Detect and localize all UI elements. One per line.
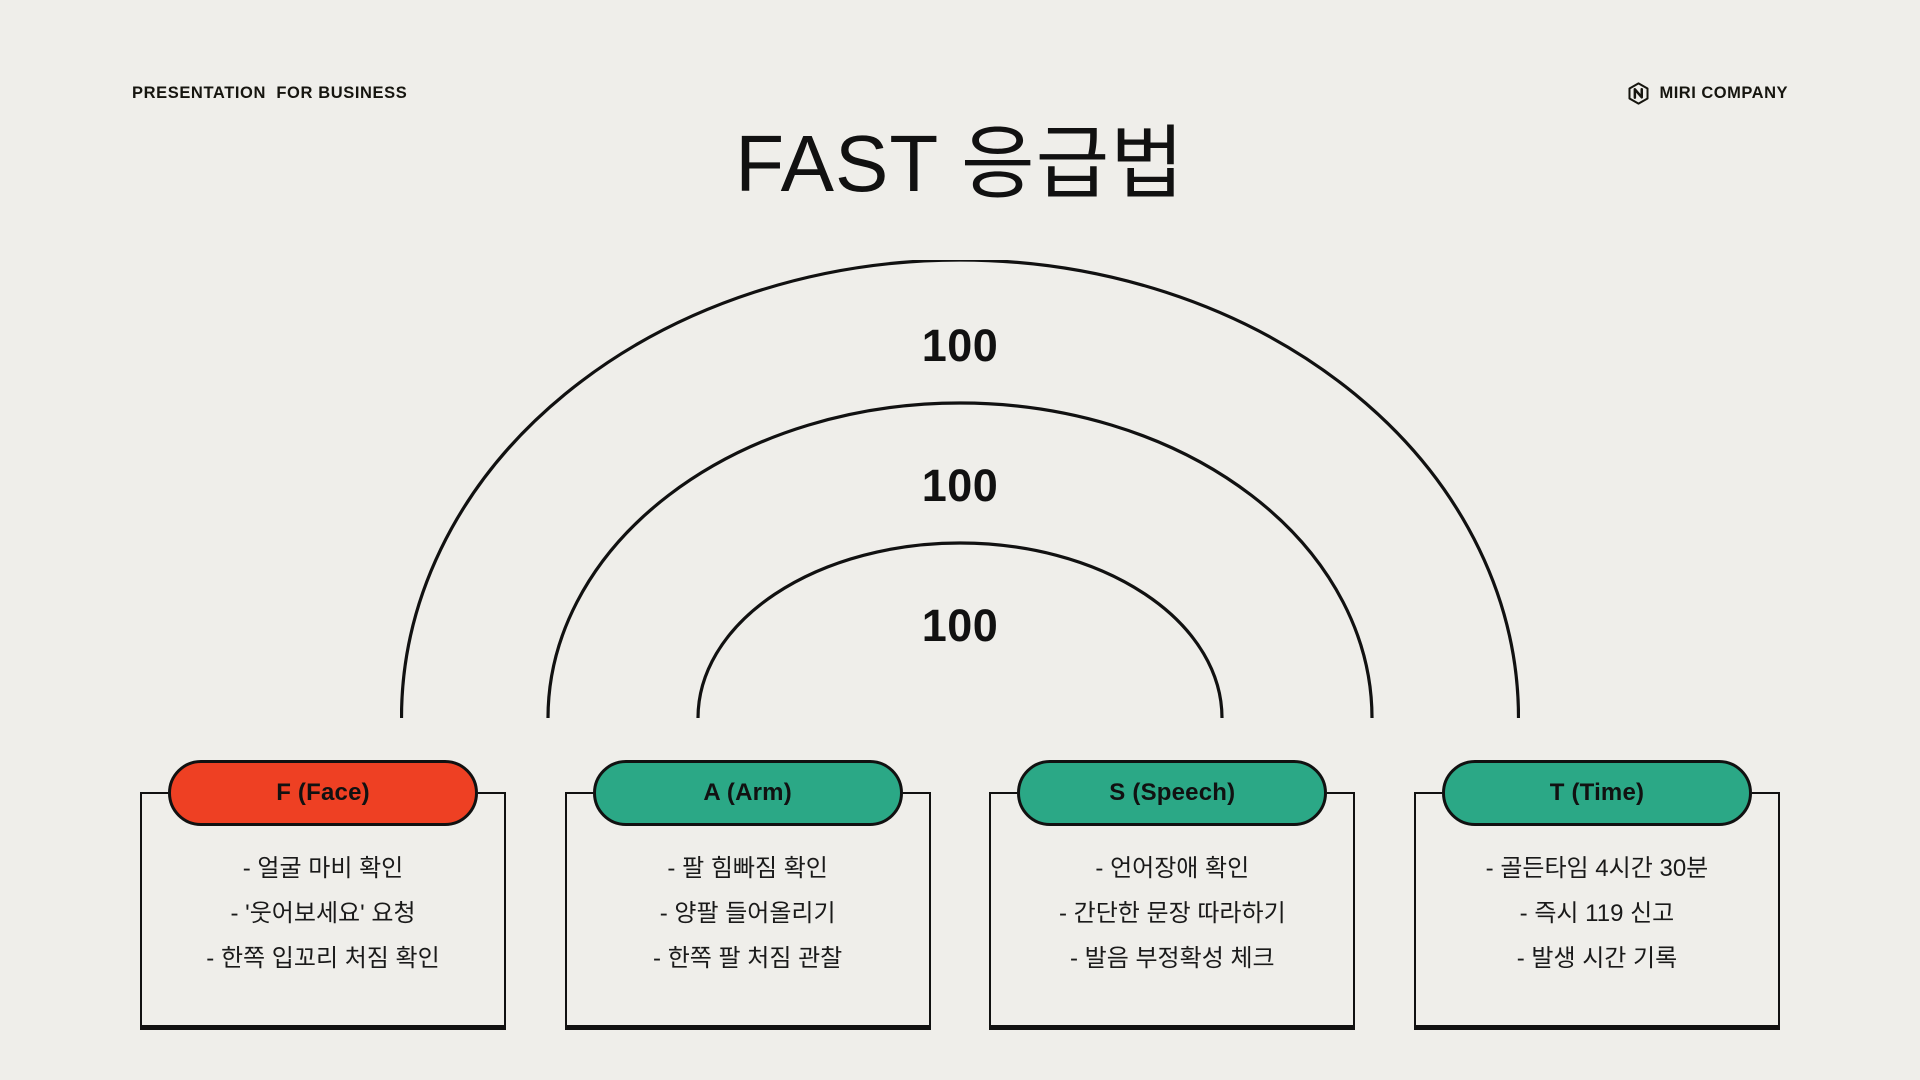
fast-card-speech[interactable]: S (Speech) - 언어장애 확인 - 간단한 문장 따라하기 - 발음 … <box>989 760 1356 1030</box>
card-items-face: - 얼굴 마비 확인 - '웃어보세요' 요청 - 한쪽 입꼬리 처짐 확인 <box>140 852 506 976</box>
card-item: - 한쪽 입꼬리 처짐 확인 <box>206 944 440 972</box>
card-items-time: - 골든타임 4시간 30분 - 즉시 119 신고 - 발생 시간 기록 <box>1414 852 1780 976</box>
card-pill-face[interactable]: F (Face) <box>168 760 478 826</box>
card-item: - 양팔 들어올리기 <box>659 899 836 927</box>
fast-card-arm[interactable]: A (Arm) - 팔 힘빠짐 확인 - 양팔 들어올리기 - 한쪽 팔 처짐 … <box>564 760 931 1030</box>
arc-label-inner: 100 <box>921 600 999 651</box>
card-item: - '웃어보세요' 요청 <box>230 899 416 927</box>
fast-cards-row: F (Face) - 얼굴 마비 확인 - '웃어보세요' 요청 - 한쪽 입꼬… <box>140 760 1780 1040</box>
card-pill-label-arm: A (Arm) <box>703 779 792 806</box>
page-header: PRESENTATION FOR BUSINESS MIRI COMPANY <box>0 78 1920 108</box>
card-items-speech: - 언어장애 확인 - 간단한 문장 따라하기 - 발음 부정확성 체크 <box>989 852 1355 976</box>
arc-label-middle: 100 <box>921 460 999 511</box>
card-item: - 간단한 문장 따라하기 <box>1058 899 1286 927</box>
fast-card-face[interactable]: F (Face) - 얼굴 마비 확인 - '웃어보세요' 요청 - 한쪽 입꼬… <box>140 760 506 1030</box>
card-pill-label-time: T (Time) <box>1549 779 1645 806</box>
card-item: - 골든타임 4시간 30분 <box>1485 855 1709 882</box>
card-item: - 언어장애 확인 <box>1095 855 1250 882</box>
card-item: - 얼굴 마비 확인 <box>242 855 404 882</box>
card-item: - 발생 시간 기록 <box>1516 944 1678 972</box>
card-pill-time[interactable]: T (Time) <box>1441 760 1752 826</box>
eyebrow-text: PRESENTATION FOR BUSINESS <box>132 83 408 102</box>
card-items-arm: - 팔 힘빠짐 확인 - 양팔 들어올리기 - 한쪽 팔 처짐 관찰 <box>565 852 931 976</box>
brand-lockup: MIRI COMPANY <box>1627 81 1788 105</box>
brand-name-label: MIRI COMPANY <box>1659 83 1788 102</box>
arc-middle <box>548 403 1372 718</box>
card-item: - 즉시 119 신고 <box>1519 899 1675 927</box>
card-item: - 한쪽 팔 처짐 관찰 <box>653 944 843 972</box>
fast-card-time[interactable]: T (Time) - 골든타임 4시간 30분 - 즉시 119 신고 - 발생… <box>1413 760 1780 1030</box>
card-pill-label-speech: S (Speech) <box>1109 779 1236 806</box>
card-pill-label-face: F (Face) <box>276 779 370 806</box>
page-title: FAST 응급법 <box>735 119 1185 208</box>
arc-label-outer: 100 <box>921 320 999 371</box>
card-item: - 팔 힘빠짐 확인 <box>667 855 828 882</box>
card-pill-speech[interactable]: S (Speech) <box>1017 760 1328 826</box>
card-item: - 발음 부정확성 체크 <box>1069 944 1275 972</box>
hexagon-logo-icon <box>1627 81 1650 105</box>
card-pill-arm[interactable]: A (Arm) <box>592 760 903 826</box>
